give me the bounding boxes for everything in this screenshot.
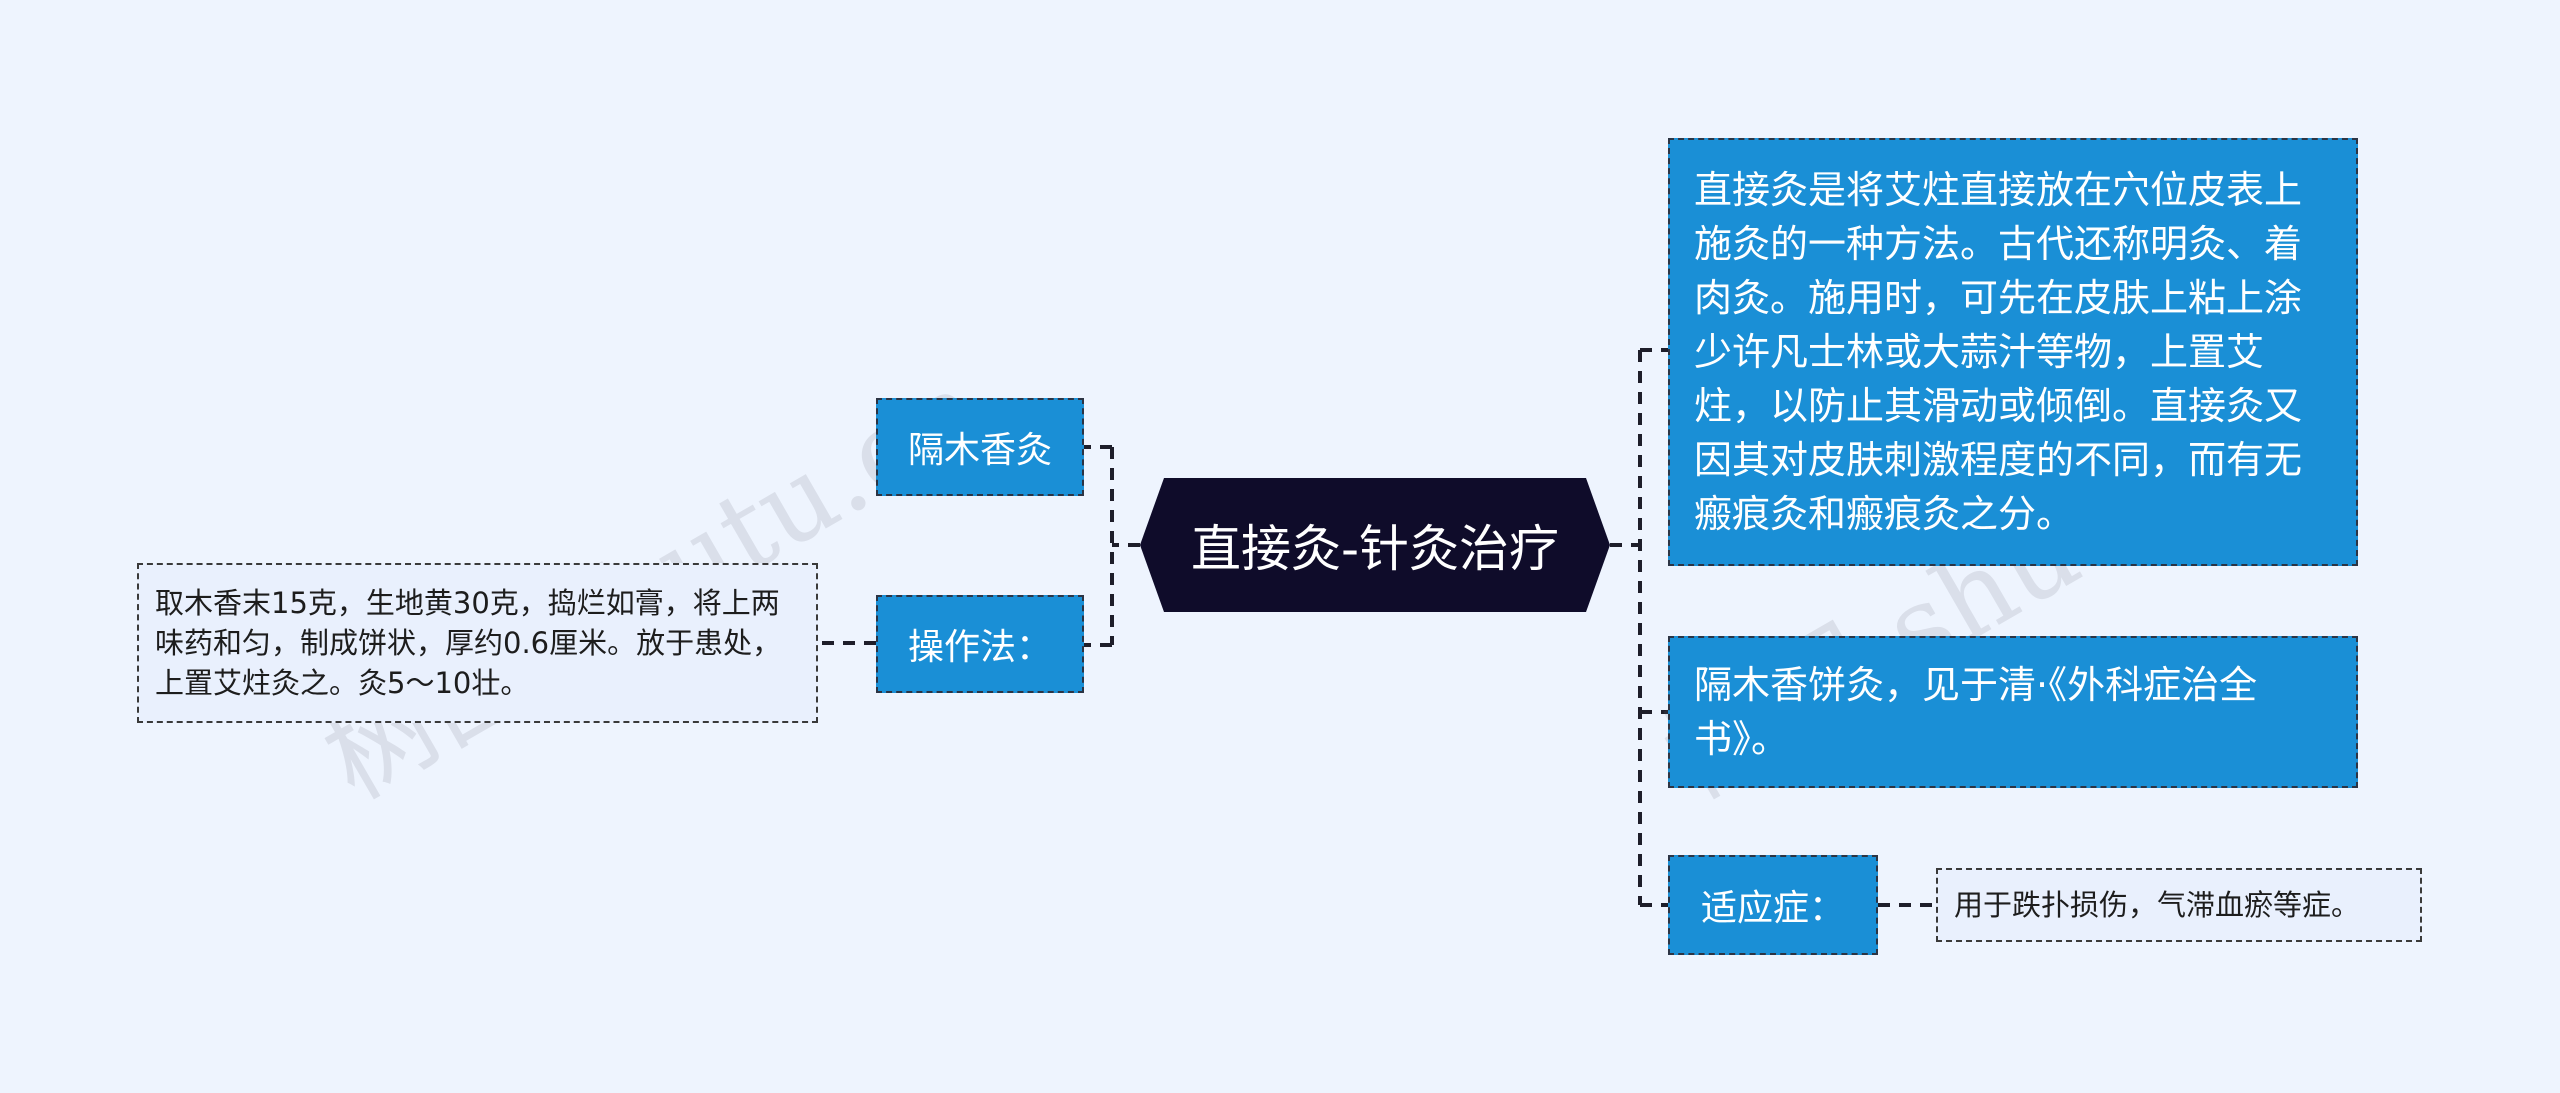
indications-detail-node[interactable]: 用于跌扑损伤，气滞血瘀等症。 [1936, 868, 2422, 942]
indications-detail-text: 用于跌扑损伤，气滞血瘀等症。 [1954, 888, 2361, 922]
branch-node-indications[interactable]: 适应症： [1668, 855, 1878, 955]
branch-label: 操作法： [907, 627, 1052, 668]
branch-node-procedure[interactable]: 操作法： [876, 595, 1084, 693]
branch-label: 适应症： [1700, 888, 1845, 929]
root-title: 直接灸-针灸治疗 [1190, 520, 1560, 578]
source-text: 隔木香饼灸，见于清·《外科症治全书》。 [1694, 663, 2258, 761]
definition-node[interactable]: 直接灸是将艾炷直接放在穴位皮表上施灸的一种方法。古代还称明灸、着肉灸。施用时，可… [1668, 138, 2358, 566]
root-shape [1140, 478, 1610, 612]
definition-text: 直接灸是将艾炷直接放在穴位皮表上施灸的一种方法。古代还称明灸、着肉灸。施用时，可… [1694, 168, 2303, 536]
source-node[interactable]: 隔木香饼灸，见于清·《外科症治全书》。 [1668, 636, 2358, 788]
procedure-detail-text: 取木香末15克，生地黄30克，捣烂如膏，将上两味药和匀，制成饼状，厚约0.6厘米… [155, 586, 782, 700]
branch-label: 隔木香灸 [907, 430, 1052, 471]
root-node[interactable]: 直接灸-针灸治疗 [1140, 478, 1610, 612]
branch-node-gemuxiangjiu[interactable]: 隔木香灸 [876, 398, 1084, 496]
procedure-detail-node[interactable]: 取木香末15克，生地黄30克，捣烂如膏，将上两味药和匀，制成饼状，厚约0.6厘米… [137, 563, 818, 723]
